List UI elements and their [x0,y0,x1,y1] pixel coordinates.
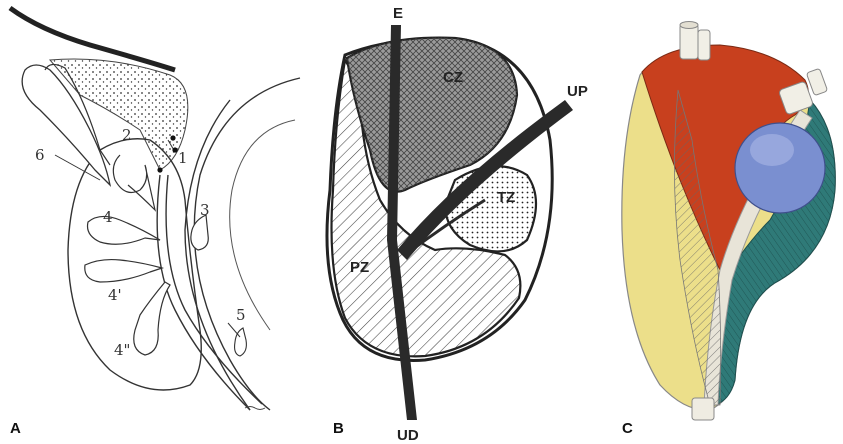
leader-5 [228,323,240,337]
label-pz: PZ [350,259,369,276]
gland-3 [191,215,208,250]
rectum-inner [185,100,250,410]
panel-c: C [600,0,843,444]
label-cz: CZ [443,69,463,86]
label-2: 2 [122,126,132,144]
ejaculatory-duct-tube [680,24,698,59]
panel-c-illustration [600,0,843,444]
label-1: 1 [178,149,188,167]
label-3: 3 [200,201,210,219]
gland-4-double-prime [134,282,170,355]
label-e: E [393,5,403,22]
panel-b-label: B [333,420,344,437]
panel-a: 6 2 1 3 4 4' 4" 5 A [0,0,305,444]
label-4-double-prime: 4" [114,341,130,359]
gland-2 [113,155,155,210]
label-5: 5 [236,306,246,324]
label-ud: UD [397,427,419,444]
duct-dot-3 [157,167,162,172]
panel-a-drawing: 6 2 1 3 4 4' 4" 5 [0,0,305,444]
label-4-prime: 4' [108,286,122,304]
panel-a-label: A [10,420,21,437]
rectum-outer [194,78,300,410]
panel-b: CZ TZ PZ E UP UD B [305,0,600,444]
distal-urethra-tube [692,398,714,420]
panel-b-diagram: CZ TZ PZ E UP UD [305,0,600,444]
gland-4 [88,216,161,244]
gland-4-prime [85,260,162,282]
label-4: 4 [103,208,113,226]
duct-dot-2 [172,147,177,152]
label-6: 6 [35,146,45,164]
panel-c-label: C [622,420,633,437]
label-tz: TZ [497,189,515,206]
label-up: UP [567,83,588,100]
rectum-mucosa [230,120,295,330]
duct-dot-1 [170,135,175,140]
